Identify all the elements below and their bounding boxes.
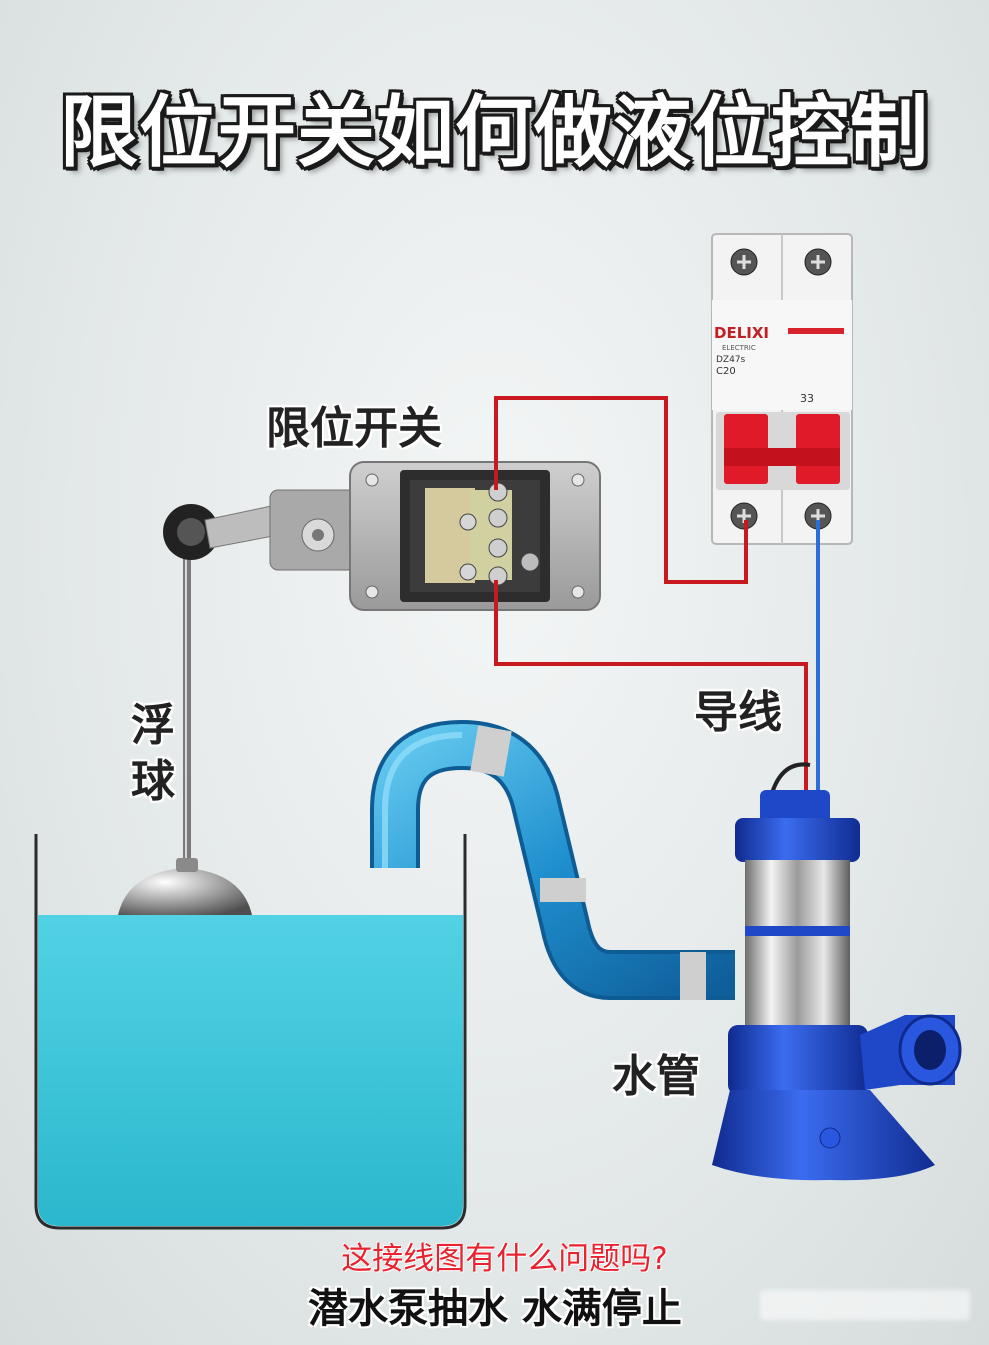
label-limit-switch: 限位开关 — [266, 403, 442, 454]
limit-switch-arm — [163, 489, 356, 571]
circuit-breaker: DELIXI ELECTRIC DZ47s C20 33 — [711, 233, 853, 545]
wire-top-red — [494, 396, 748, 584]
caption-text: 潜水泵抽水 水满停止 — [308, 1286, 682, 1332]
label-water-pipe: 水管 — [612, 1051, 700, 1102]
wire-bottom-red — [494, 580, 808, 800]
water-pipe — [370, 719, 735, 1000]
watermark — [760, 1290, 970, 1320]
page-title: 限位开关如何做液位控制 — [59, 88, 929, 178]
breaker-model: DZ47s — [716, 355, 746, 365]
submersible-pump — [712, 762, 962, 1181]
wires — [494, 396, 820, 800]
breaker-sub: ELECTRIC — [722, 344, 756, 352]
breaker-brand: DELIXI — [714, 324, 769, 342]
label-wire: 导线 — [694, 687, 782, 738]
question-text: 这接线图有什么问题吗? — [341, 1241, 668, 1277]
breaker-pole: 33 — [800, 392, 814, 405]
float-ball — [118, 540, 252, 915]
water-tank — [34, 834, 467, 1230]
label-float-ball: 浮球 — [131, 700, 175, 807]
breaker-rating: C20 — [716, 366, 736, 377]
water-body — [38, 915, 463, 1226]
limit-switch — [349, 461, 601, 611]
